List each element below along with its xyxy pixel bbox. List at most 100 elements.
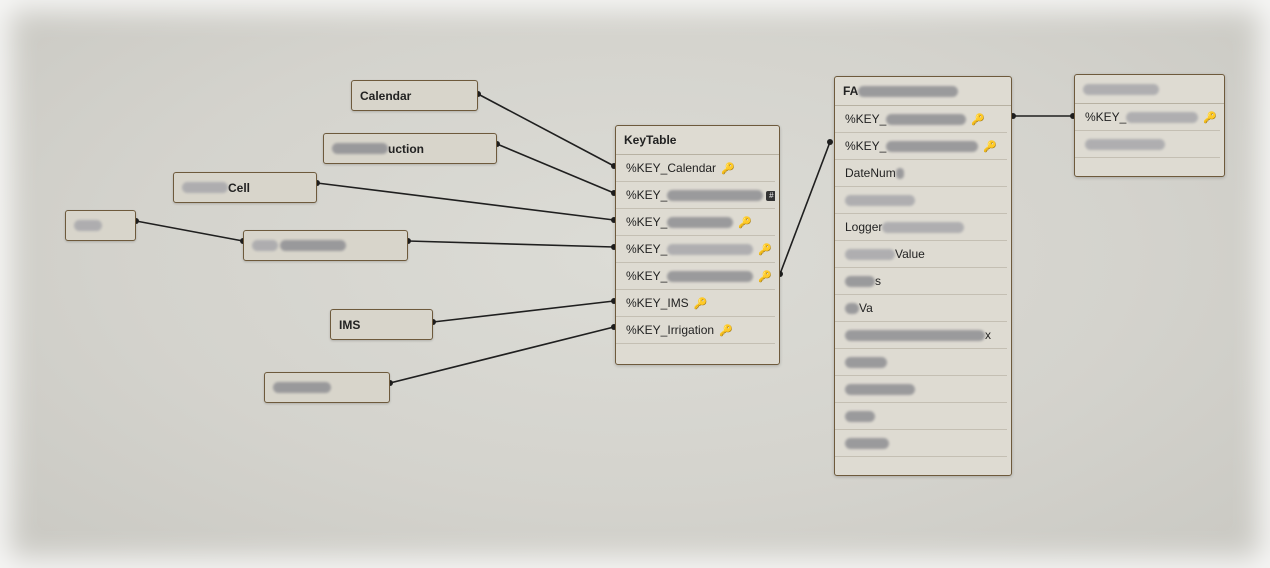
hash-icon: # bbox=[766, 190, 775, 201]
field-name: s bbox=[875, 274, 881, 288]
table-fact[interactable]: FA %KEY_🔑 %KEY_🔑 DateNum Logger Value s … bbox=[834, 76, 1012, 476]
keytable-row[interactable]: %KEY_IMS 🔑 bbox=[616, 290, 775, 317]
field-name: %KEY_IMS bbox=[626, 296, 689, 310]
key-icon: 🔑 bbox=[721, 163, 735, 175]
field-name: %KEY_ bbox=[626, 188, 668, 202]
redacted-text bbox=[1085, 139, 1165, 151]
keytable-row[interactable]: %KEY_ 🔑 bbox=[616, 236, 775, 263]
fact-title-text: FA bbox=[843, 84, 859, 98]
key-icon: 🔑 bbox=[738, 217, 753, 229]
key-icon: 🔑 bbox=[758, 271, 773, 283]
key-icon: 🔑 bbox=[693, 298, 708, 310]
redacted-text bbox=[1083, 84, 1159, 96]
fact-row[interactable]: DateNum bbox=[835, 160, 1007, 187]
key-icon: 🔑 bbox=[1203, 112, 1218, 124]
keytable-title: KeyTable bbox=[616, 126, 779, 155]
key-icon: 🔑 bbox=[719, 325, 733, 337]
link-irrigation bbox=[389, 326, 615, 384]
field-name: %KEY_ bbox=[1085, 110, 1127, 124]
table-production-label: uction bbox=[388, 141, 424, 156]
table-ims-label: IMS bbox=[339, 317, 361, 332]
redacted-text bbox=[667, 190, 764, 202]
redacted-text bbox=[845, 330, 985, 342]
fact-title: FA bbox=[835, 77, 1011, 106]
keytable-row[interactable]: %KEY_ 🔑 bbox=[616, 263, 775, 290]
table-ims[interactable]: IMS bbox=[330, 309, 433, 340]
link-production bbox=[496, 143, 615, 194]
key-icon: 🔑 bbox=[983, 141, 998, 153]
redacted-text bbox=[273, 382, 331, 393]
field-name: %KEY_ bbox=[626, 215, 668, 229]
key-icon: 🔑 bbox=[758, 244, 773, 256]
keytable-row[interactable]: %KEY_ # bbox=[616, 182, 775, 209]
redacted-text bbox=[845, 249, 895, 261]
redacted-text bbox=[182, 182, 228, 193]
field-name: %KEY_Calendar bbox=[626, 161, 717, 175]
link-fact bbox=[779, 141, 831, 275]
redacted-text bbox=[74, 220, 102, 231]
redacted-text bbox=[332, 143, 388, 154]
redacted-text bbox=[1126, 112, 1199, 124]
field-name: %KEY_ bbox=[626, 269, 668, 283]
redacted-text bbox=[252, 240, 278, 251]
table-farm[interactable] bbox=[65, 210, 136, 241]
port-row[interactable]: %KEY_ 🔑 bbox=[1075, 104, 1220, 131]
keytable-row[interactable]: %KEY_Calendar 🔑 bbox=[616, 155, 775, 182]
fact-row[interactable]: x bbox=[835, 322, 1007, 349]
fact-row[interactable] bbox=[835, 349, 1007, 376]
keytable-row[interactable]: %KEY_ 🔑 bbox=[616, 209, 775, 236]
table-port[interactable]: %KEY_ 🔑 bbox=[1074, 74, 1225, 177]
table-irrigation[interactable] bbox=[264, 372, 390, 403]
redacted-text bbox=[895, 168, 904, 180]
fact-row[interactable]: Logger bbox=[835, 214, 1007, 241]
fact-row[interactable] bbox=[835, 376, 1007, 403]
redacted-text bbox=[845, 303, 859, 315]
link-pressurecell bbox=[316, 182, 615, 221]
redacted-text bbox=[858, 86, 959, 98]
field-name: %KEY_ bbox=[845, 112, 887, 126]
redacted-text bbox=[886, 114, 967, 126]
redacted-text bbox=[845, 357, 887, 369]
link-installation bbox=[407, 240, 615, 248]
port-title bbox=[1075, 75, 1224, 104]
field-name: %KEY_ bbox=[626, 242, 668, 256]
redacted-text bbox=[667, 244, 754, 256]
redacted-text bbox=[845, 276, 875, 288]
fact-row[interactable]: %KEY_ 🔑 bbox=[835, 133, 1007, 160]
table-pressurecell-label: Cell bbox=[228, 180, 251, 195]
field-name: Logger bbox=[845, 220, 883, 234]
fact-row[interactable]: s bbox=[835, 268, 1007, 295]
redacted-text bbox=[280, 240, 346, 251]
table-pressurecell[interactable]: Cell bbox=[173, 172, 317, 203]
field-name: Value bbox=[895, 247, 925, 261]
keytable-row[interactable]: %KEY_Irrigation🔑 bbox=[616, 317, 775, 344]
link-farm bbox=[135, 220, 244, 242]
table-calendar-label: Calendar bbox=[360, 88, 412, 103]
field-name: x bbox=[985, 328, 991, 342]
table-production[interactable]: uction bbox=[323, 133, 497, 164]
fact-row[interactable] bbox=[835, 403, 1007, 430]
table-keytable[interactable]: KeyTable %KEY_Calendar 🔑 %KEY_ # %KEY_ 🔑 %K… bbox=[615, 125, 780, 365]
table-calendar[interactable]: Calendar bbox=[351, 80, 478, 111]
port-row[interactable] bbox=[1075, 131, 1220, 158]
redacted-text bbox=[845, 384, 915, 396]
field-name: %KEY_ bbox=[845, 139, 887, 153]
fact-row[interactable] bbox=[835, 430, 1007, 457]
redacted-text bbox=[845, 195, 915, 207]
fact-row[interactable]: Va bbox=[835, 295, 1007, 322]
link-ims bbox=[432, 300, 615, 323]
link-calendar bbox=[477, 93, 615, 167]
fact-row[interactable]: Value bbox=[835, 241, 1007, 268]
redacted-text bbox=[845, 438, 889, 450]
field-name: Va bbox=[859, 301, 873, 315]
redacted-text bbox=[882, 222, 965, 234]
fact-row[interactable]: %KEY_🔑 bbox=[835, 106, 1007, 133]
field-name: DateNum bbox=[845, 166, 896, 180]
redacted-text bbox=[886, 141, 979, 153]
table-installation[interactable] bbox=[243, 230, 408, 261]
redacted-text bbox=[845, 411, 875, 423]
redacted-text bbox=[667, 271, 754, 283]
fact-row[interactable] bbox=[835, 187, 1007, 214]
